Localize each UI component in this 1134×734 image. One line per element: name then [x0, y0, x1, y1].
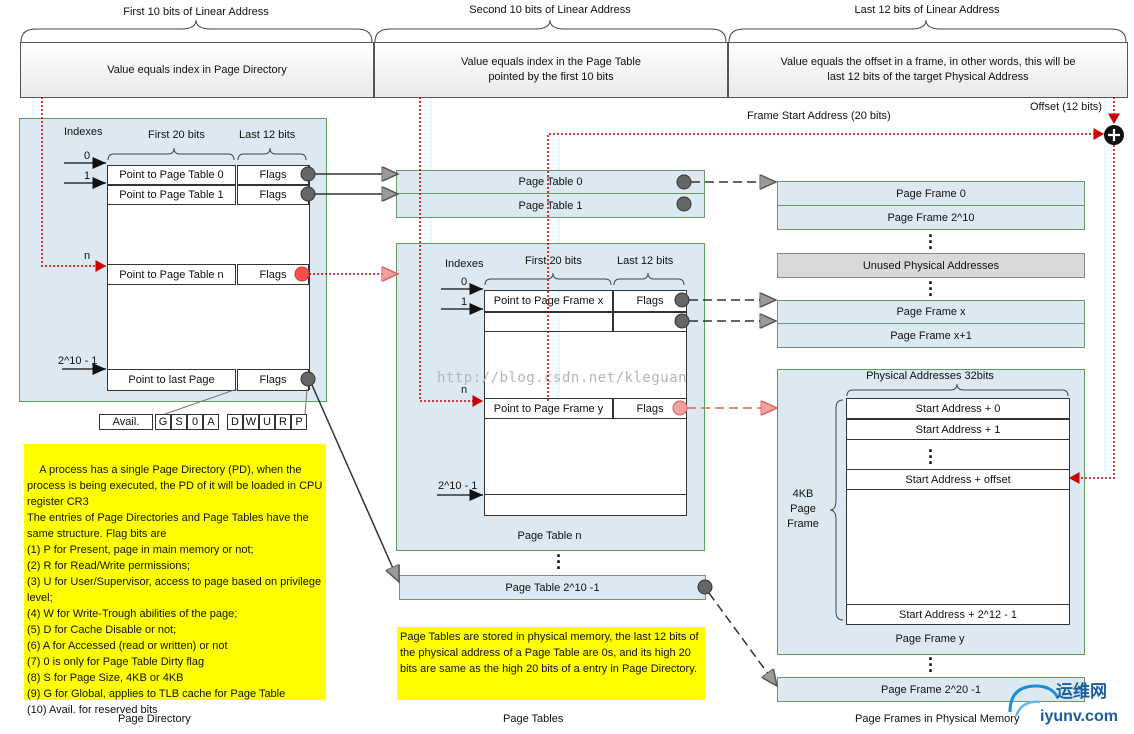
ellipsis-frames-3: ···	[928, 441, 934, 473]
watermark: http://blog.csdn.net/kleguan	[437, 370, 688, 386]
flag-bit-g: G	[155, 414, 171, 430]
pd-row-n: Point to Page Table n	[107, 264, 236, 285]
page-frame-2-10: Page Frame 2^10	[777, 205, 1085, 230]
logo-swirl-icon	[1008, 684, 1060, 717]
pt-last12-label: Last 12 bits	[617, 255, 674, 267]
pd-row-last-flags: Flags	[237, 369, 309, 391]
flag-bit-u: U	[259, 414, 275, 430]
header-caption-1: First 10 bits of Linear Address	[123, 6, 269, 18]
start-address-offset: Start Address + offset	[846, 469, 1070, 490]
header-desc-3: Value equals the offset in a frame, in o…	[728, 42, 1128, 98]
pt-index-1: 1	[461, 296, 468, 308]
pd-row-1-flags: Flags	[237, 185, 309, 205]
caption-page-frames: Page Frames in Physical Memory	[855, 713, 1020, 725]
ellipsis-frames-2: ···	[928, 273, 934, 305]
pd-index-n: n	[84, 250, 91, 262]
unused-addresses: Unused Physical Addresses	[777, 253, 1085, 278]
pt-indexes-label: Indexes	[445, 258, 484, 270]
note-page-tables: Page Tables are stored in physical memor…	[397, 627, 705, 700]
ellipsis-frames-4: ···	[928, 649, 934, 681]
logo-en: iyunv.com	[1040, 708, 1118, 725]
header-caption-2: Second 10 bits of Linear Address	[469, 4, 631, 16]
flag-bit-a: A	[203, 414, 219, 430]
pd-first20-label: First 20 bits	[148, 129, 205, 141]
start-address-1: Start Address + 1	[846, 419, 1070, 440]
pd-row-last: Point to last Page	[107, 369, 236, 391]
flag-bit-w: W	[243, 414, 259, 430]
header-desc-1-text: Value equals index in Page Directory	[107, 63, 287, 76]
ellipsis-frames-1: ···	[928, 226, 934, 258]
header-desc-1: Value equals index in Page Directory	[20, 42, 374, 98]
header-desc-3-text: Value equals the offset in a frame, in o…	[780, 56, 1076, 83]
pd-row-1: Point to Page Table 1	[107, 185, 236, 205]
flag-bit-r: R	[275, 414, 291, 430]
flag-bit-p: P	[291, 414, 307, 430]
note-page-directory: A process has a single Page Directory (P…	[24, 444, 326, 716]
pt-row-last	[484, 494, 687, 516]
pd-indexes-label: Indexes	[64, 126, 103, 138]
pd-index-1: 1	[84, 170, 91, 182]
note-page-directory-text: A process has a single Page Directory (P…	[27, 464, 323, 716]
physical-addresses-label: Physical Addresses 32bits	[866, 370, 994, 382]
flag-bit-s: S	[171, 414, 187, 430]
pt-first20-label: First 20 bits	[525, 255, 582, 267]
plus-icon	[1104, 125, 1124, 145]
flag-bit-0: 0	[187, 414, 203, 430]
pt-row-x-flags: Flags	[613, 290, 687, 312]
caption-page-directory: Page Directory	[118, 713, 191, 725]
frame-start-label: Frame Start Address (20 bits)	[747, 110, 891, 122]
page-frame-y-label: Page Frame y	[895, 633, 965, 645]
page-frame-x1: Page Frame x+1	[777, 323, 1085, 348]
start-address-last: Start Address + 2^12 - 1	[846, 604, 1070, 625]
pt-index-n: n	[461, 384, 468, 396]
pd-index-0: 0	[84, 150, 91, 162]
pt-index-0: 0	[461, 276, 468, 288]
pt-index-last: 2^10 - 1	[438, 480, 478, 492]
page-table-n-label: Page Table n	[517, 530, 582, 542]
note-page-tables-text: Page Tables are stored in physical memor…	[400, 631, 699, 675]
page-frame-0: Page Frame 0	[777, 181, 1085, 206]
header-desc-2-text: Value equals index in the Page Table poi…	[460, 56, 641, 83]
four-kb-label: 4KB Page Frame	[787, 488, 819, 530]
page-table-0: Page Table 0	[396, 170, 705, 194]
ellipsis-tables: ···	[556, 546, 562, 578]
start-address-0: Start Address + 0	[846, 398, 1070, 419]
flag-bit-avail: Avail.	[99, 414, 153, 430]
header-desc-2: Value equals index in the Page Table poi…	[374, 42, 728, 98]
pd-row-0-flags: Flags	[237, 165, 309, 185]
pt-row-y: Point to Page Frame y	[484, 398, 613, 419]
page-table-1: Page Table 1	[396, 193, 705, 218]
logo-cn: 运维网	[1056, 682, 1107, 701]
flag-bit-d: D	[227, 414, 243, 430]
pt-row-y-flags: Flags	[613, 398, 687, 419]
page-frame-last: Page Frame 2^20 -1	[777, 677, 1085, 702]
offset-label: Offset (12 bits)	[1030, 101, 1102, 113]
caption-page-tables: Page Tables	[503, 713, 564, 725]
header-caption-3: Last 12 bits of Linear Address	[854, 4, 1000, 16]
pd-index-last: 2^10 - 1	[58, 355, 98, 367]
pd-row-0: Point to Page Table 0	[107, 165, 236, 185]
pd-row-n-flags: Flags	[237, 264, 309, 285]
pd-last12-label: Last 12 bits	[239, 129, 296, 141]
